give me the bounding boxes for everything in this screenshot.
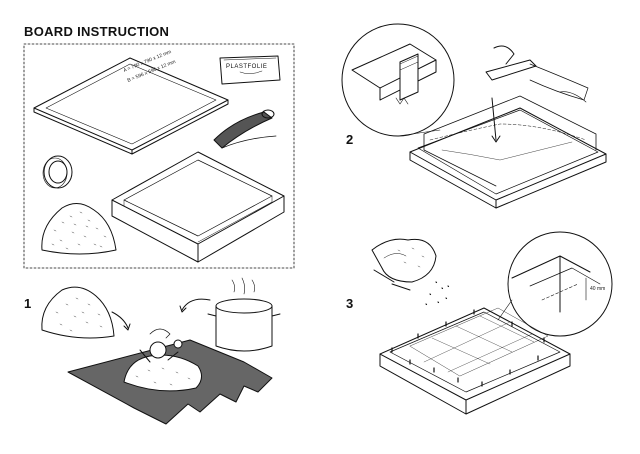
plastic-foil-pack: PLASTFOLIE — [219, 55, 281, 85]
plastic-foil-label: PLASTFOLIE — [226, 64, 267, 70]
materials-frame — [23, 43, 295, 269]
step-number-1: 1 — [24, 296, 32, 311]
measure-label: 40 mm — [590, 286, 605, 292]
board-panel: A = 790 x 790 x 12 mm B = 596 x 596 x 12… — [33, 49, 229, 155]
page-title: BOARD INSTRUCTION — [24, 24, 170, 39]
felt-roll — [213, 109, 277, 149]
step-number-2: 2 — [346, 132, 354, 147]
tape-roll — [42, 155, 73, 189]
frame-box — [111, 151, 285, 263]
step-2-illustration — [341, 23, 607, 209]
step-1-illustration — [41, 277, 281, 425]
step-number-3: 3 — [346, 296, 354, 311]
step-3-illustration: 40 mm — [371, 231, 613, 415]
stuffing-pile — [41, 203, 117, 255]
